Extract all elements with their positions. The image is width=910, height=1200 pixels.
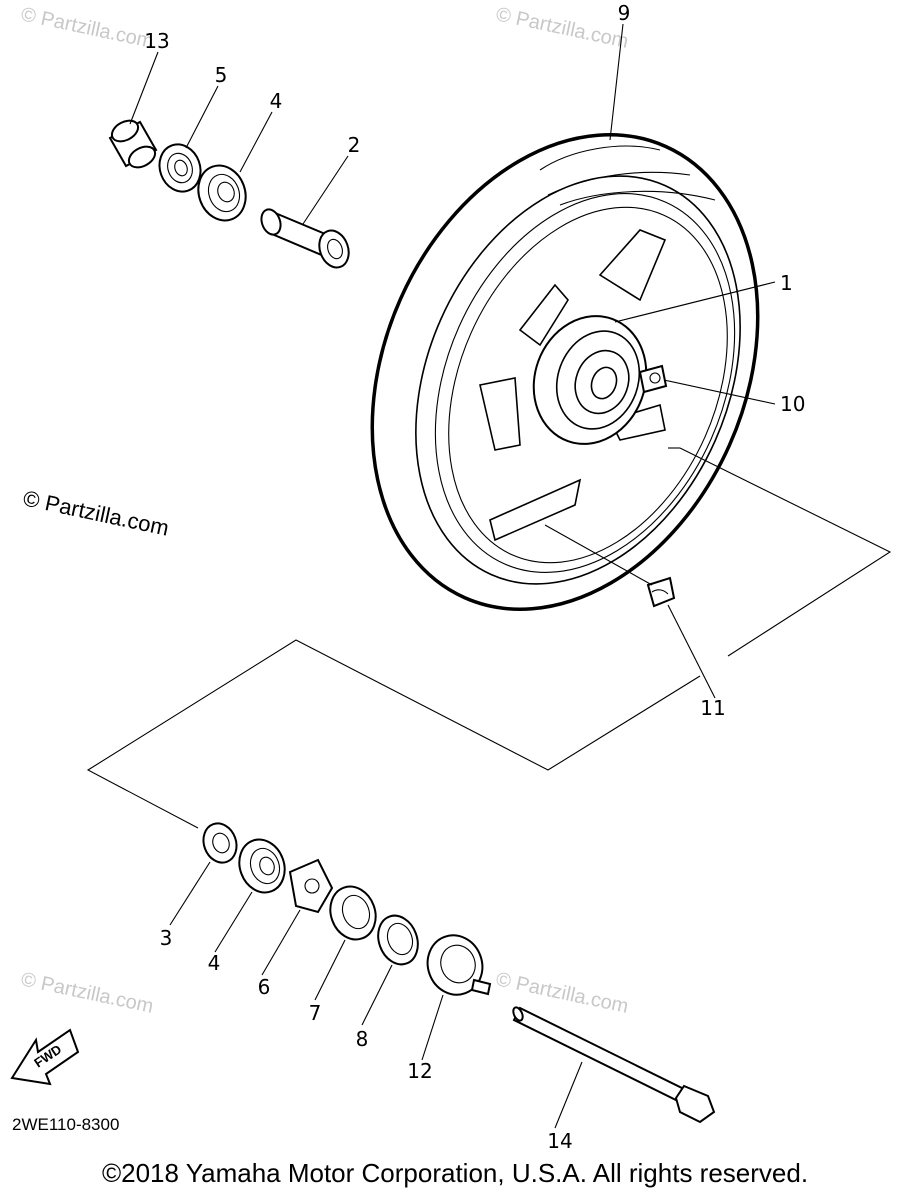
wheel-hub-part-1 bbox=[532, 315, 648, 445]
callout-1: 1 bbox=[780, 271, 793, 295]
washer-part-3 bbox=[202, 822, 238, 864]
wheel-spokes bbox=[479, 229, 667, 542]
assembly-outline bbox=[86, 447, 892, 829]
axle-part-14 bbox=[512, 1006, 716, 1124]
callout-10: 10 bbox=[780, 392, 805, 416]
fwd-arrow-icon: FWD bbox=[10, 1028, 80, 1086]
callout-9: 9 bbox=[618, 1, 631, 25]
collar-part-13 bbox=[108, 119, 158, 169]
bearing-part-4-lower bbox=[238, 838, 286, 894]
bearing-part-4-upper bbox=[197, 164, 247, 222]
oil-seal-part-8 bbox=[377, 914, 419, 966]
watermark-bottom-left: © Partzilla.com bbox=[19, 968, 155, 1018]
clutch-part-7 bbox=[329, 885, 377, 941]
callout-5: 5 bbox=[215, 63, 228, 87]
parts-diagram: © Partzilla.com © Partzilla.com © Partzi… bbox=[10, 1, 892, 1153]
callout-14: 14 bbox=[547, 1129, 572, 1153]
valve-part-10 bbox=[638, 364, 668, 394]
watermark-left-dark: © Partzilla.com bbox=[21, 485, 171, 540]
copyright-notice: ©2018 Yamaha Motor Corporation, U.S.A. A… bbox=[101, 1158, 809, 1188]
callout-6: 6 bbox=[258, 975, 271, 999]
callout-2: 2 bbox=[348, 133, 361, 157]
watermark-top-left: © Partzilla.com bbox=[19, 3, 155, 53]
leader-lines bbox=[129, 23, 776, 1129]
callout-11: 11 bbox=[700, 696, 725, 720]
spacer-part-2 bbox=[260, 208, 350, 269]
callout-7: 7 bbox=[309, 1001, 322, 1025]
gear-unit-part-12 bbox=[426, 934, 492, 996]
part-code: 2WE110-8300 bbox=[12, 1115, 119, 1134]
balance-weight-part-11 bbox=[646, 576, 676, 608]
callout-3: 3 bbox=[160, 926, 173, 950]
callout-4-lower: 4 bbox=[208, 951, 221, 975]
callout-12: 12 bbox=[407, 1059, 432, 1083]
watermark-top-right: © Partzilla.com bbox=[494, 3, 630, 53]
bearing-part-5 bbox=[158, 143, 202, 193]
callout-8: 8 bbox=[356, 1027, 369, 1051]
callout-4-upper: 4 bbox=[270, 89, 283, 113]
retainer-part-6 bbox=[288, 858, 334, 914]
callout-13: 13 bbox=[144, 29, 169, 53]
